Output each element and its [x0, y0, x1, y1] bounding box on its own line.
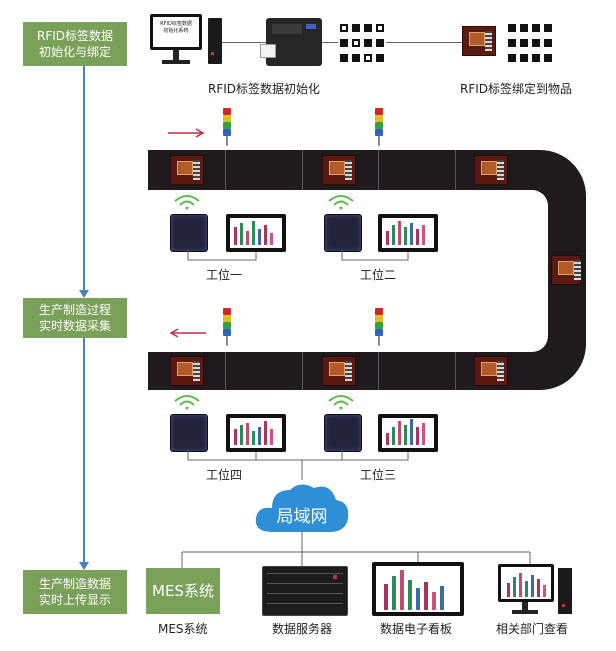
stage-collect: 生产制造过程 实时数据采集 — [23, 298, 127, 338]
mes-system-box: MES系统 — [146, 568, 220, 614]
stage-upload: 生产制造数据 实时上传显示 — [23, 570, 127, 614]
station-3-label: 工位三 — [360, 468, 397, 482]
signal-tower-icon — [223, 308, 231, 346]
station-2-label: 工位二 — [360, 268, 397, 282]
caption-server: 数据服务器 — [272, 622, 333, 636]
caption-mes: MES系统 — [158, 622, 208, 636]
signal-tower-icon — [375, 108, 383, 146]
rfid-tags-initialized — [338, 22, 386, 64]
lan-cloud-label: 局域网 — [276, 507, 328, 527]
dept-pc-base — [512, 610, 538, 614]
stage-upload-line1: 生产制造数据 — [38, 577, 111, 591]
stage-collect-line2: 实时数据采集 — [38, 319, 111, 333]
caption-tag-init: RFID标签数据初始化 — [208, 82, 321, 96]
product-board — [551, 255, 581, 285]
product-board — [322, 356, 356, 386]
init-pc-stand — [173, 50, 179, 60]
station-monitor — [226, 414, 286, 452]
data-server-icon — [262, 566, 348, 616]
product-board — [474, 356, 508, 386]
station-monitor — [226, 214, 286, 252]
printer-tags-link — [322, 42, 338, 43]
flow-arrow-right-icon — [168, 128, 205, 138]
init-screen-line1: RFID标签数据 — [160, 21, 192, 27]
caption-board: 数据电子看板 — [380, 622, 453, 636]
belt-divider — [378, 352, 379, 390]
dept-pc-stand — [522, 602, 528, 610]
product-board — [170, 356, 204, 386]
station-monitor — [378, 214, 438, 252]
electronic-board-icon — [372, 562, 464, 616]
stage-collect-line1: 生产制造过程 — [38, 303, 111, 317]
wireless-signal-icon — [328, 395, 354, 410]
dept-pc-monitor — [498, 564, 554, 602]
belt-divider — [225, 352, 226, 390]
lan-cloud-icon — [255, 484, 349, 532]
belt-divider — [302, 150, 303, 190]
dept-pc-tower — [558, 568, 572, 614]
belt-divider — [378, 150, 379, 190]
wireless-signal-icon — [174, 195, 200, 210]
caption-dept: 相关部门查看 — [496, 622, 569, 636]
wireless-signal-icon — [328, 195, 354, 210]
belt-divider — [225, 150, 226, 190]
wireless-signal-icon — [174, 395, 200, 410]
init-screen-line2: 初始化系统 — [163, 28, 189, 34]
belt-divider — [302, 352, 303, 390]
stage-upload-line2: 实时上传显示 — [38, 593, 111, 607]
init-pc-screen: RFID标签数据 初始化系统 — [153, 17, 199, 47]
station-1-label: 工位一 — [206, 268, 243, 282]
pc-printer-link — [222, 42, 266, 43]
tag-strip-icon — [340, 24, 384, 62]
tag-strip-icon — [508, 24, 552, 62]
rfid-reader-icon — [170, 214, 208, 252]
tags-board-link — [386, 42, 462, 43]
rfid-tags-bound — [506, 22, 554, 64]
bound-item-board — [462, 26, 496, 56]
stage-init-line1: RFID标签数据 — [36, 29, 114, 43]
init-pc-base — [162, 60, 190, 64]
caption-tag-bind: RFID标签绑定到物品 — [460, 82, 573, 96]
product-board — [322, 155, 356, 185]
stage-init: RFID标签数据 初始化与绑定 — [23, 22, 127, 66]
station-monitor — [378, 414, 438, 452]
station-4-label: 工位四 — [206, 468, 243, 482]
rfid-reader-icon — [324, 214, 362, 252]
init-pc-monitor: RFID标签数据 初始化系统 — [150, 14, 202, 50]
rfid-reader-icon — [170, 414, 208, 452]
rfid-reader-icon — [324, 414, 362, 452]
product-board — [170, 155, 204, 185]
product-board — [474, 155, 508, 185]
mes-box-label: MES系统 — [152, 582, 214, 600]
signal-tower-icon — [375, 308, 383, 346]
init-pc-tower — [208, 18, 222, 64]
rfid-printer — [260, 18, 322, 66]
belt-divider — [455, 150, 456, 190]
flow-arrow-left-icon — [169, 328, 206, 338]
belt-divider — [455, 352, 456, 390]
stage-init-line2: 初始化与绑定 — [38, 45, 111, 59]
signal-tower-icon — [223, 108, 231, 146]
